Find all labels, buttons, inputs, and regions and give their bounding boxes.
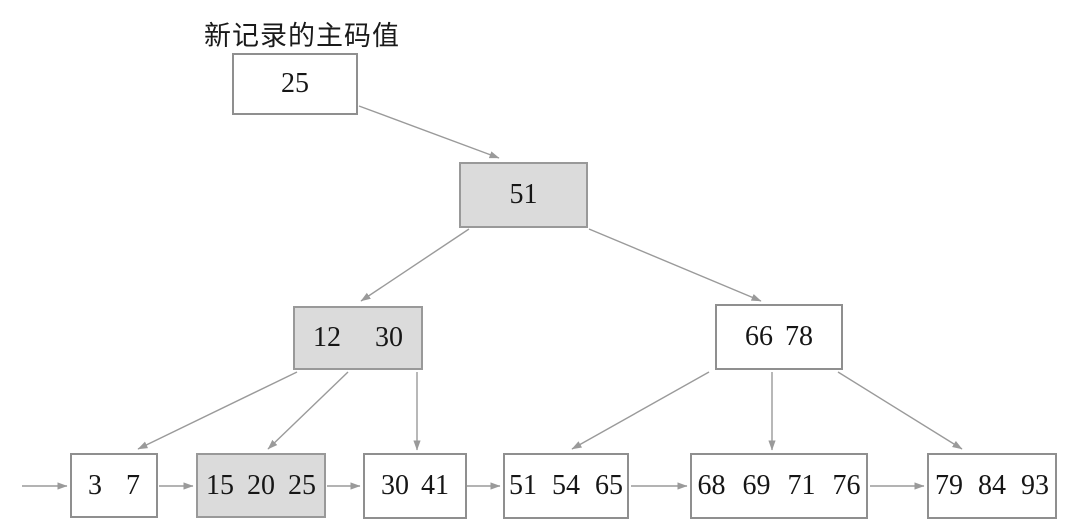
tree-leaf-1: 3 7: [70, 453, 158, 518]
new-record-box: 25: [232, 53, 358, 115]
node-key: 76: [832, 470, 861, 501]
tree-leaf-6: 79 84 93: [927, 453, 1057, 519]
tree-leaf-5: 68 69 71 76: [690, 453, 868, 519]
node-key: 30: [375, 322, 403, 353]
node-key: 51: [509, 179, 538, 210]
arrow-internalleft-to-leaf2: [267, 371, 349, 450]
tree-node-internal-left: 12 30: [293, 306, 423, 370]
node-key: 68: [697, 470, 726, 501]
node-key: 20: [247, 469, 275, 501]
node-key: 66: [745, 321, 773, 352]
arrow-internalright-to-leaf4: [571, 371, 710, 450]
tree-node-internal-right: 66 78: [715, 304, 843, 370]
arrow-newrecord-to-root: [358, 105, 500, 159]
node-key: 41: [421, 470, 449, 501]
new-record-label: 新记录的主码值: [204, 21, 400, 51]
node-key: 78: [785, 321, 813, 352]
tree-leaf-2: 15 20 25: [196, 453, 326, 518]
node-key: 54: [552, 470, 580, 501]
node-key: 93: [1021, 470, 1049, 501]
node-key: 3: [88, 469, 102, 501]
node-key: 71: [787, 470, 816, 501]
node-key: 25: [281, 68, 309, 99]
arrow-internalright-to-leaf6: [837, 371, 963, 450]
arrow-root-to-internal-right: [588, 228, 762, 302]
arrow-internalleft-to-leaf1: [137, 371, 298, 450]
node-key: 30: [381, 470, 409, 501]
node-key: 15: [206, 469, 234, 501]
node-key: 12: [313, 322, 341, 353]
node-key: 65: [595, 470, 623, 501]
node-key: 79: [935, 470, 963, 501]
node-key: 84: [978, 470, 1006, 501]
tree-leaf-3: 30 41: [363, 453, 467, 519]
node-key: 25: [288, 469, 316, 501]
node-key: 7: [126, 469, 140, 501]
node-key: 51: [509, 470, 537, 501]
arrow-root-to-internal-left: [360, 228, 470, 302]
tree-node-root: 51: [459, 162, 588, 228]
tree-leaf-4: 51 54 65: [503, 453, 629, 519]
node-key: 69: [742, 470, 771, 501]
